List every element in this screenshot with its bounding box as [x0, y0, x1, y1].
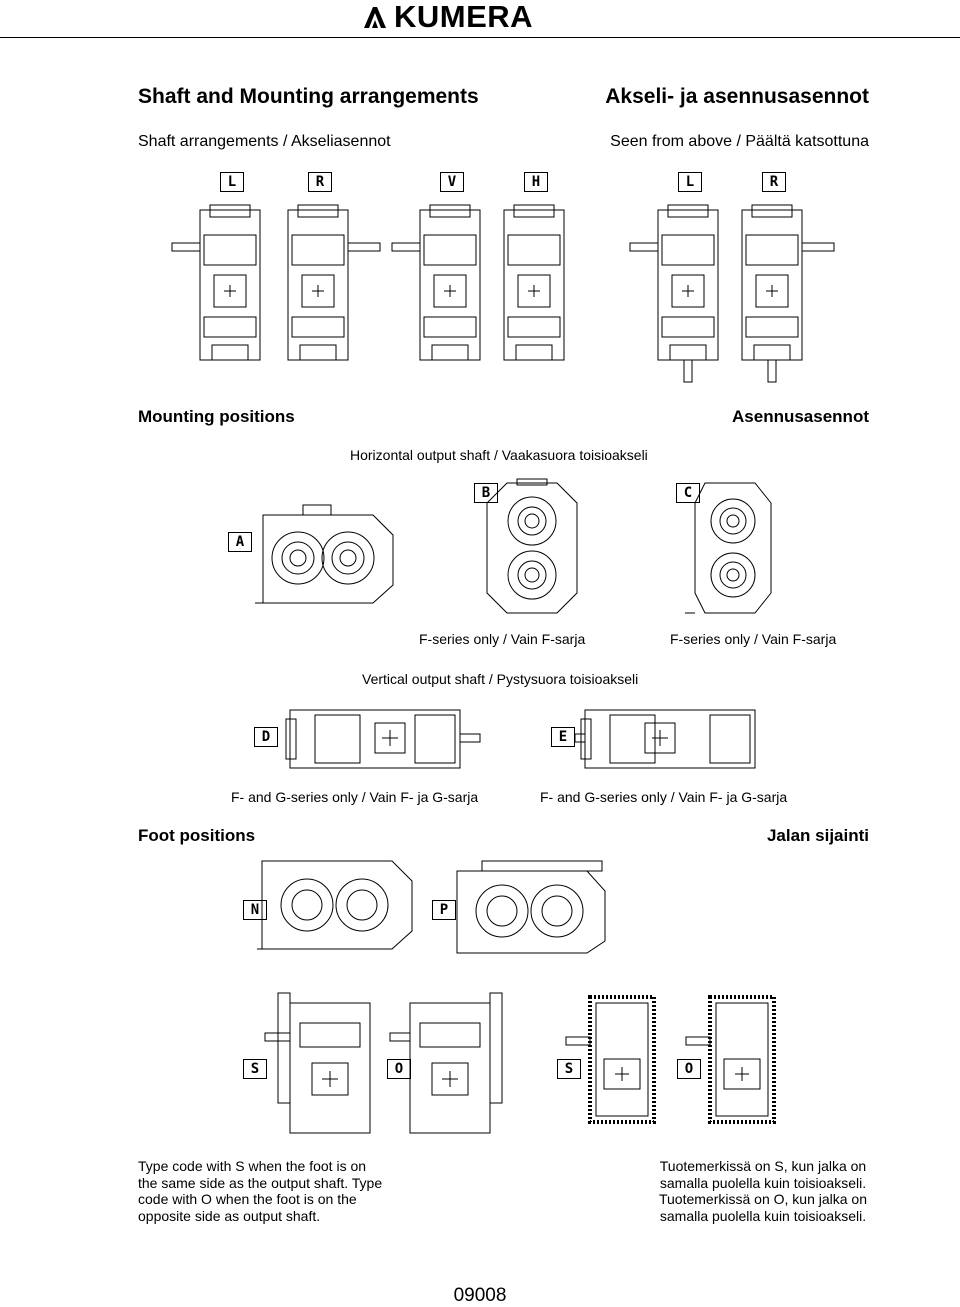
gearbox-top-view-l2 — [630, 205, 718, 382]
gearbox-mount-d — [286, 710, 480, 768]
gearbox-foot-n — [257, 861, 412, 949]
foot-so-drawings — [265, 985, 785, 1140]
caption-c: F-series only / Vain F-sarja — [670, 631, 837, 647]
note-type-code-fi: Tuotemerkissä on S, kun jalka on samalla… — [658, 1158, 868, 1224]
brand-name: KUMERA — [394, 0, 534, 34]
gearbox-top-view-v — [392, 205, 480, 360]
gearbox-top-view-h — [504, 205, 564, 360]
shaft-arrangement-drawings — [170, 205, 870, 390]
header-rule — [0, 37, 960, 38]
foot-label-p: P — [432, 900, 456, 920]
foot-label-n: N — [243, 900, 267, 920]
kumera-logo: KUMERA — [362, 0, 594, 34]
shaft-label-v: V — [440, 172, 464, 192]
foot-label-o2: O — [677, 1059, 701, 1079]
gearbox-foot-s — [265, 993, 370, 1133]
shaft-label-h: H — [524, 172, 548, 192]
gearbox-mount-b — [487, 479, 577, 613]
foot-label-s2: S — [557, 1059, 581, 1079]
gearbox-mount-a — [255, 505, 393, 603]
caption-e: F- and G-series only / Vain F- ja G-sarj… — [540, 789, 788, 805]
shaft-label-r: R — [308, 172, 332, 192]
foot-heading: Foot positions — [138, 826, 256, 845]
mount-label-a: A — [228, 532, 252, 552]
foot-np-drawings — [262, 858, 612, 953]
gearbox-mount-c — [685, 483, 771, 613]
note-type-code: Type code with S when the foot is on the… — [138, 1158, 383, 1224]
page-title: Shaft and Mounting arrangements — [138, 85, 479, 108]
horizontal-shaft-heading: Horizontal output shaft / Vaakasuora toi… — [350, 447, 648, 463]
shaft-label-l2: L — [678, 172, 702, 192]
shaft-view-note: Seen from above / Päältä katsottuna — [610, 133, 869, 150]
mount-label-d: D — [254, 727, 278, 747]
shaft-label-l: L — [220, 172, 244, 192]
foot-heading-fi: Jalan sijainti — [766, 826, 869, 845]
mounting-heading-fi: Asennusasennot — [732, 407, 869, 426]
gearbox-foot-p — [457, 861, 605, 953]
caption-d: F- and G-series only / Vain F- ja G-sarj… — [231, 789, 479, 805]
gearbox-top-view-r2 — [742, 205, 834, 382]
shaft-heading: Shaft arrangements / Akseliasennot — [138, 133, 391, 150]
gearbox-foot-o — [390, 993, 502, 1133]
horizontal-mounting-drawings — [255, 478, 785, 613]
kumera-logo-icon — [364, 7, 386, 28]
gearbox-foot-s2 — [566, 997, 654, 1122]
gearbox-mount-e — [575, 710, 755, 768]
foot-label-s: S — [243, 1059, 267, 1079]
shaft-label-r2: R — [762, 172, 786, 192]
gearbox-top-view-r — [288, 205, 380, 360]
vertical-mounting-drawings — [285, 703, 765, 773]
gearbox-foot-o2 — [686, 997, 774, 1122]
page-title-fi: Akseli- ja asennusasennot — [605, 85, 869, 108]
caption-b: F-series only / Vain F-sarja — [419, 631, 586, 647]
mounting-heading: Mounting positions — [138, 407, 295, 426]
vertical-shaft-heading: Vertical output shaft / Pystysuora toisi… — [362, 671, 639, 687]
gearbox-top-view-l — [172, 205, 260, 360]
page-code: 09008 — [453, 1285, 507, 1306]
